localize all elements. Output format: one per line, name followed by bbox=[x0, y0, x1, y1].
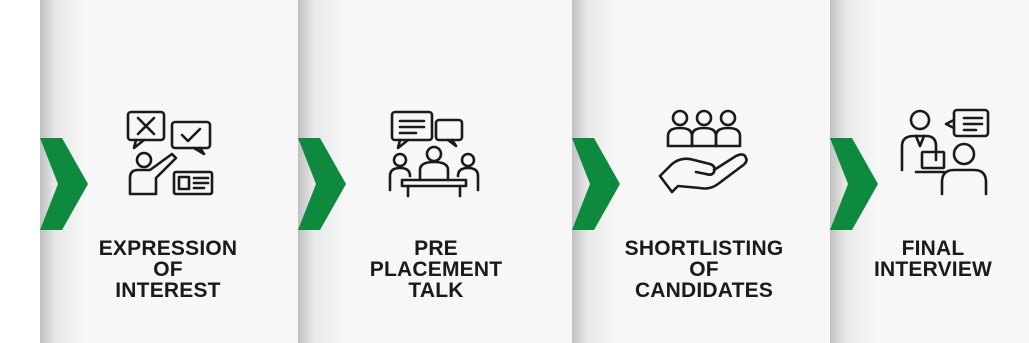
step-label-line: OF bbox=[689, 258, 719, 281]
step-label-line: INTERVIEW bbox=[873, 258, 993, 281]
step-label-line: CANDIDATES bbox=[634, 279, 774, 302]
chevron-right-icon bbox=[298, 138, 346, 230]
step-label-line: OF bbox=[153, 258, 183, 281]
step-label-line: FINAL bbox=[901, 237, 965, 260]
step-label-line: TALK bbox=[408, 279, 464, 302]
hand-holding-people-icon bbox=[656, 106, 752, 196]
step-label-3: SHORTLISTING OF CANDIDATES bbox=[584, 238, 824, 301]
step-panel-2 bbox=[298, 0, 572, 343]
chevron-right-icon bbox=[572, 138, 620, 230]
interview-icon bbox=[898, 106, 994, 196]
step-label-line: PRE bbox=[414, 237, 458, 260]
step-label-2: PRE PLACEMENT TALK bbox=[316, 238, 556, 301]
step-label-line: PLACEMENT bbox=[369, 258, 503, 281]
step-label-line: SHORTLISTING bbox=[624, 237, 784, 260]
meeting-talk-icon bbox=[386, 108, 482, 198]
step-label-line: INTEREST bbox=[115, 279, 221, 302]
step-label-4: FINAL INTERVIEW bbox=[838, 238, 1028, 280]
chevron-right-icon bbox=[40, 138, 88, 230]
expression-of-interest-icon bbox=[124, 108, 220, 198]
step-label-1: EXPRESSION OF INTEREST bbox=[48, 238, 288, 301]
step-label-line: EXPRESSION bbox=[98, 237, 238, 260]
chevron-right-icon bbox=[830, 138, 878, 230]
